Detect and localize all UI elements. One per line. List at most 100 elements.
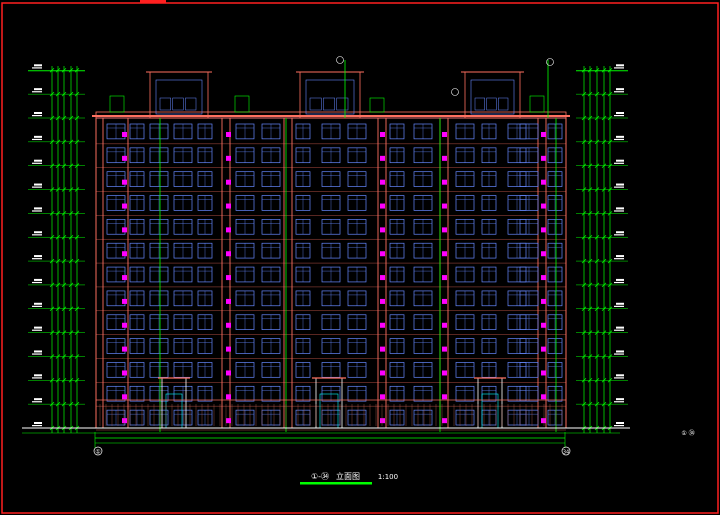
level-mark [614, 258, 624, 260]
title-scale: 1:100 [378, 473, 398, 481]
dimension-tick [594, 401, 600, 407]
dimension-tick [55, 68, 61, 73]
roof-tower [464, 71, 521, 119]
building-elevation [22, 56, 630, 432]
dimension-tick [594, 187, 600, 192]
dimension-tick [49, 211, 55, 216]
ac-unit-mark [122, 298, 127, 304]
dimension-tick [61, 68, 67, 73]
dimension-tick [49, 282, 55, 288]
dimension-tick [601, 306, 607, 312]
dimension-tick [607, 234, 613, 240]
dimension-tick [74, 211, 80, 216]
roof-tower-window [470, 79, 515, 115]
level-mark [32, 162, 42, 164]
roof-box [234, 95, 250, 113]
dimension-tick [61, 401, 67, 407]
dimension-tick [74, 401, 80, 407]
roof-window [336, 97, 349, 111]
ac-unit-mark [442, 298, 447, 304]
dimension-tick [607, 115, 613, 121]
axis-marker-end: 34 [561, 446, 571, 456]
dimension-tick [607, 306, 613, 312]
level-mark [614, 305, 624, 307]
dimension-tick [55, 115, 61, 121]
dimension-tick [581, 401, 587, 407]
dimension-tick [594, 330, 600, 335]
axis-end-label: 34 [563, 450, 569, 456]
level-mark [614, 329, 624, 331]
level-mark [616, 302, 624, 305]
callout-bubble [336, 56, 344, 64]
dimension-tick [607, 139, 613, 145]
dimension-tick [587, 330, 593, 335]
dimension-tick [594, 258, 600, 264]
ac-unit-mark [541, 227, 546, 233]
dimension-tick [61, 258, 67, 264]
dimension-tick [581, 306, 587, 312]
dimension-tick [74, 115, 80, 121]
level-mark [614, 91, 624, 93]
ac-unit-mark [380, 275, 385, 281]
ac-unit-mark [226, 322, 231, 328]
ac-unit-mark [226, 132, 231, 137]
level-mark [34, 159, 42, 162]
dimension-tick [55, 163, 61, 168]
dimension-tick [601, 282, 607, 288]
level-mark [616, 374, 624, 377]
ac-unit-mark [380, 322, 385, 328]
dimension-tick [581, 187, 587, 192]
ac-unit-mark [122, 132, 127, 137]
level-mark [34, 422, 42, 424]
dimension-tick [68, 306, 74, 312]
left-dimension-lines [28, 64, 85, 433]
ac-unit-mark [380, 203, 385, 209]
dimension-tick [49, 306, 55, 312]
dimension-tick [581, 163, 587, 168]
ac-unit-mark [541, 394, 546, 400]
ac-unit-mark [122, 322, 127, 328]
level-mark [32, 281, 42, 284]
level-mark [32, 138, 42, 141]
dimension-tick [587, 234, 593, 240]
dimension-tick [61, 187, 67, 192]
dimension-tick [601, 258, 607, 264]
dimension-tick [55, 282, 61, 288]
dimension-tick [55, 354, 61, 359]
ac-unit-mark [541, 132, 546, 137]
dimension-tick [587, 354, 593, 359]
dimension-tick [607, 258, 613, 264]
ac-unit-mark [380, 298, 385, 304]
dimension-tick [61, 306, 67, 312]
ac-unit-mark [541, 346, 546, 352]
roof-window [323, 97, 335, 111]
dimension-tick [587, 139, 593, 145]
dimension-tick [61, 139, 67, 145]
ac-unit-mark [442, 275, 447, 281]
level-mark [614, 234, 624, 236]
dimension-tick [68, 378, 74, 383]
dimension-tick [61, 282, 67, 288]
dimension-tick [68, 139, 74, 145]
ac-unit-mark [541, 203, 546, 209]
dimension-tick [601, 211, 607, 216]
dimension-tick [581, 68, 587, 73]
roof-tower-window [155, 79, 203, 115]
level-mark [616, 422, 624, 424]
dimension-tick [68, 234, 74, 240]
dimension-tick [55, 330, 61, 335]
level-mark [614, 115, 624, 117]
dimension-tick [55, 401, 61, 407]
dimension-tick [581, 378, 587, 383]
dimension-tick [55, 306, 61, 312]
level-mark [32, 210, 42, 212]
ac-unit-mark [442, 155, 447, 161]
level-mark [34, 350, 42, 353]
level-mark [616, 398, 624, 401]
dimension-tick [68, 354, 74, 359]
level-mark [616, 112, 624, 114]
dimension-tick [587, 163, 593, 168]
dimension-tick [581, 139, 587, 145]
dimension-tick [68, 258, 74, 264]
